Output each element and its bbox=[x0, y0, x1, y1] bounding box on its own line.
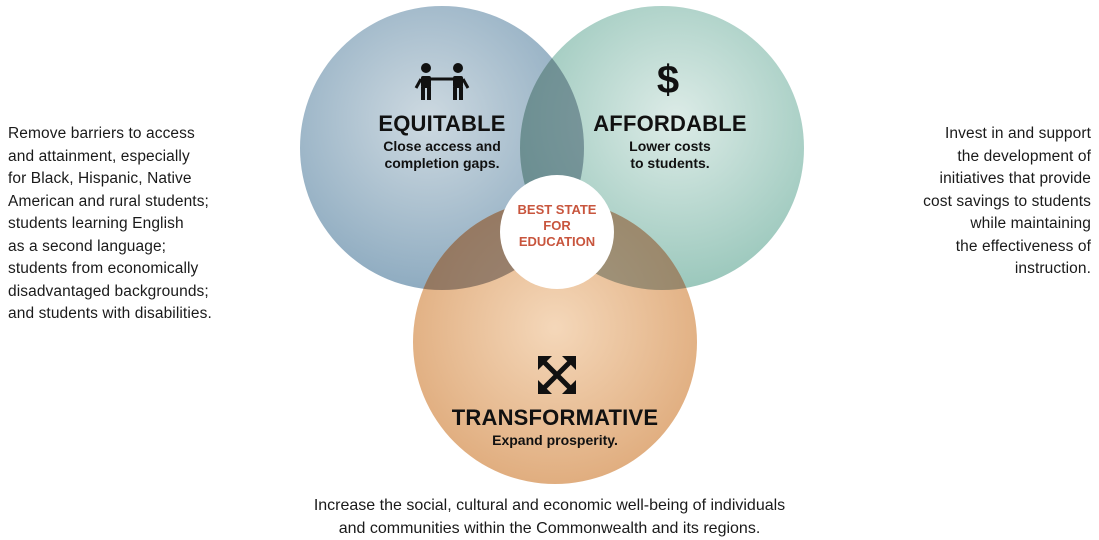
affordable-description: Invest in and support the development of… bbox=[923, 125, 1091, 277]
center-label: BEST STATE FOR EDUCATION bbox=[517, 202, 597, 249]
transformative-title: TRANSFORMATIVE bbox=[451, 405, 659, 430]
center-circle bbox=[500, 175, 614, 289]
equitable-transformative-overlap bbox=[413, 200, 584, 290]
affordable-subtitle: Lower costs to students. bbox=[629, 138, 711, 171]
transformative-subtitle: Expand prosperity. bbox=[492, 432, 618, 448]
people-icon bbox=[414, 63, 470, 100]
dollar-icon: $ bbox=[657, 58, 679, 102]
affordable-title: AFFORDABLE bbox=[593, 111, 747, 136]
equitable-description: Remove barriers to access and attainment… bbox=[8, 125, 212, 322]
expand-arrows-icon bbox=[538, 356, 576, 394]
equitable-subtitle: Close access and completion gaps. bbox=[383, 138, 501, 171]
transformative-description: Increase the social, cultural and econom… bbox=[313, 497, 786, 537]
equitable-title: EQUITABLE bbox=[378, 111, 506, 136]
affordable-transformative-overlap bbox=[520, 200, 697, 290]
